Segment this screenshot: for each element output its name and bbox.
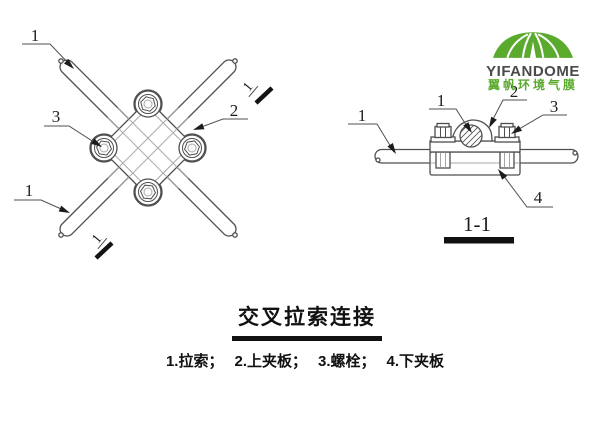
plan-label-cable-upper: 1: [31, 26, 40, 45]
plan-label-cable-lower: 1: [25, 181, 34, 200]
callout-cross-cable: 1: [429, 91, 472, 133]
section-label-cable: 1: [358, 106, 367, 125]
callout-section-cable: 1: [348, 106, 396, 154]
legend-item-upper-plate: 2.上夹板；: [234, 353, 307, 370]
callout-cable-lower: 1: [14, 181, 70, 213]
bolt-shank-right: [499, 151, 515, 169]
cable-end-notch: [58, 58, 64, 64]
callout-bolt: 3: [44, 107, 102, 147]
bolt-shank-left: [435, 151, 451, 169]
legend: 1.拉索； 2.上夹板； 3.螺栓； 4.下夹板: [150, 350, 460, 371]
bolt-bottom: [134, 178, 162, 206]
callout-cable-upper: 1: [22, 26, 74, 69]
drawing-title: 交叉拉索连接: [238, 306, 376, 329]
cable-end-notch: [232, 58, 238, 64]
plan-label-bolt: 3: [52, 107, 61, 126]
callout-upper-plate: 2: [489, 82, 527, 128]
bolt-top: [134, 90, 162, 118]
logo-subtitle: 翼帆环境气膜: [487, 78, 578, 92]
bolt-left: [90, 134, 118, 162]
plan-view: 1 3 2 1 1 1: [14, 26, 274, 260]
section-caption-rule: [444, 237, 514, 244]
section-mark-upper-label: 1: [240, 80, 256, 95]
legend-item-bolt: 3.螺栓；: [318, 353, 376, 370]
section-label-cross-cable: 1: [437, 91, 446, 110]
title-underline: [232, 336, 382, 341]
plan-label-plate: 2: [230, 101, 239, 120]
cable-end-notch: [232, 232, 238, 238]
legend-item-cable: 1.拉索；: [165, 353, 224, 370]
section-label-lower-plate: 4: [534, 188, 543, 207]
section-label-upper-plate: 2: [510, 82, 519, 101]
section-mark-lower: 1: [89, 232, 114, 260]
section-view: 1 1 2 3 4 1-1: [348, 82, 579, 244]
legend-item-lower-plate: 4.下夹板: [386, 353, 445, 370]
callout-plate: 2: [193, 101, 248, 130]
section-caption: 1-1: [463, 212, 491, 236]
nut-left: [430, 122, 456, 143]
section-label-bolt: 3: [550, 97, 559, 116]
bolt-right: [178, 134, 206, 162]
callout-lower-plate: 4: [498, 169, 553, 208]
dome-arches-icon: [493, 32, 573, 59]
logo-brand: YIFANDOME: [486, 63, 580, 80]
cable-end-notch: [58, 232, 64, 238]
section-mark-upper: 1: [240, 80, 274, 105]
callout-section-bolt: 3: [511, 97, 567, 134]
section-mark-lower-label: 1: [89, 232, 105, 247]
logo: YIFANDOME 翼帆环境气膜: [481, 31, 585, 92]
